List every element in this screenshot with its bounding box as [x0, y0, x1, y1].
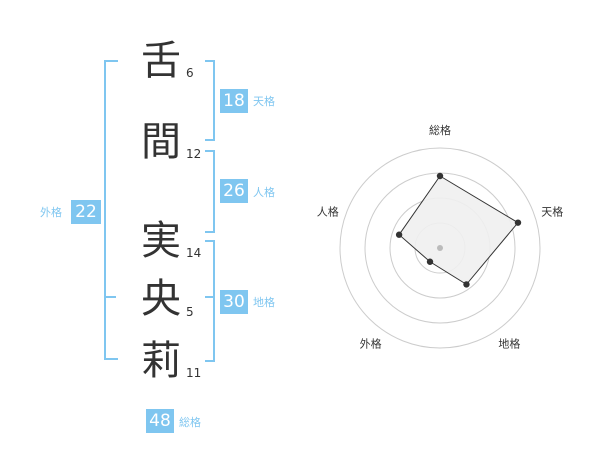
stroke-count-4: 5: [186, 305, 194, 319]
chikaku-bracket-tick: [205, 296, 213, 298]
chikaku-bracket: [205, 240, 215, 362]
tenkaku-bracket: [205, 60, 215, 141]
radar-point-1: [436, 172, 444, 180]
kanji-2: 間: [141, 119, 181, 165]
stroke-count-5: 11: [186, 366, 202, 380]
jinkaku-bracket: [205, 150, 215, 233]
jinkaku-value-box: 26: [220, 179, 248, 203]
kanji-5: 莉: [141, 338, 181, 384]
kanji-4: 央: [141, 276, 181, 322]
stroke-count-1: 6: [186, 66, 194, 80]
stroke-count-3: 14: [186, 246, 202, 260]
radar-point-4: [426, 258, 434, 265]
gaikaku-bracket: [104, 60, 118, 360]
radar-point-3: [463, 281, 470, 288]
radar-area: [398, 175, 519, 286]
radar-ring-4: [339, 147, 541, 349]
chikaku-value-box: 30: [220, 290, 248, 314]
kanji-3: 実: [141, 218, 181, 264]
jinkaku-label: 人格: [253, 186, 275, 199]
tenkaku-value-box: 18: [220, 89, 248, 113]
tenkaku-label: 天格: [253, 95, 275, 108]
kanji-1: 舌: [141, 38, 181, 84]
gaikaku-value-box: 22: [71, 200, 101, 224]
chikaku-label: 地格: [253, 296, 275, 309]
gaikaku-label: 外格: [40, 206, 62, 219]
radar-center-dot: [437, 245, 443, 251]
soukaku-value-box: 48: [146, 409, 174, 433]
radar-axis-label-5: 人格: [317, 205, 339, 219]
radar-axis-label-1: 総格: [429, 123, 451, 137]
soukaku-label: 総格: [179, 416, 201, 429]
gaikaku-bracket-tick: [106, 296, 116, 298]
radar-point-5: [395, 231, 403, 238]
stroke-count-2: 12: [186, 147, 202, 161]
radar-axis-label-2: 天格: [541, 205, 563, 219]
radar-point-2: [514, 219, 522, 226]
radar-axis-label-3: 地格: [498, 336, 520, 350]
radar-axis-label-4: 外格: [360, 336, 382, 350]
